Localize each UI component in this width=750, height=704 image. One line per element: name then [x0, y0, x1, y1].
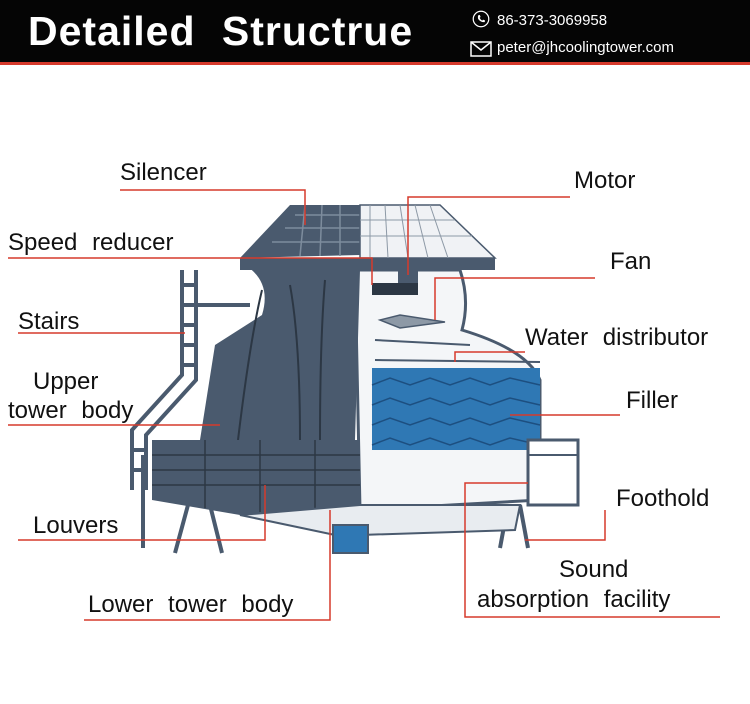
label-speed-reducer: Speed reducer	[8, 229, 174, 256]
cooling-tower-diagram	[8, 189, 720, 621]
label-stairs: Stairs	[18, 308, 80, 335]
drain-pipe	[332, 524, 369, 554]
leader-lines	[8, 189, 720, 621]
label-motor: Motor	[574, 167, 636, 194]
distributor-pipes	[374, 339, 541, 363]
fan-cylinder-rim	[240, 258, 495, 270]
foothold-box	[526, 438, 580, 507]
label-foothold: Foothold	[616, 485, 710, 512]
louvers-shape	[152, 440, 360, 515]
email-address: peter@jhcoolingtower.com	[497, 39, 674, 56]
mail-icon	[470, 41, 492, 57]
label-louvers: Louvers	[33, 512, 119, 539]
louver-slats	[152, 440, 360, 512]
label-sound-absorption-line2: absorption facility	[477, 586, 671, 613]
header-bar: Detailed Structrue 86-373-3069958 peter@…	[0, 0, 750, 62]
label-water-distributor: Water distributor	[525, 324, 709, 351]
label-lower-tower-body: Lower tower body	[88, 591, 294, 618]
label-filler: Filler	[626, 387, 678, 414]
filler-pattern	[371, 377, 541, 446]
label-fan: Fan	[610, 248, 652, 275]
label-sound-absorption-line1: Sound	[559, 556, 629, 583]
upper-tower-body-shape	[200, 265, 360, 440]
phone-number: 86-373-3069958	[497, 12, 608, 29]
phone-icon	[472, 10, 490, 28]
silencer-shape	[240, 205, 360, 258]
header-accent-line	[0, 62, 750, 65]
stairs-structure	[130, 270, 250, 490]
silencer-cover-light	[359, 204, 497, 259]
label-upper-tower-body-line2: tower body	[8, 397, 134, 424]
body-ribs	[237, 279, 326, 441]
fan-blade	[377, 314, 446, 329]
silencer-grid	[272, 204, 360, 257]
label-silencer: Silencer	[120, 159, 207, 186]
speed-reducer-block	[372, 283, 418, 295]
page-title: Detailed Structrue	[28, 8, 414, 54]
label-upper-tower-body-line1: Upper	[33, 368, 99, 395]
